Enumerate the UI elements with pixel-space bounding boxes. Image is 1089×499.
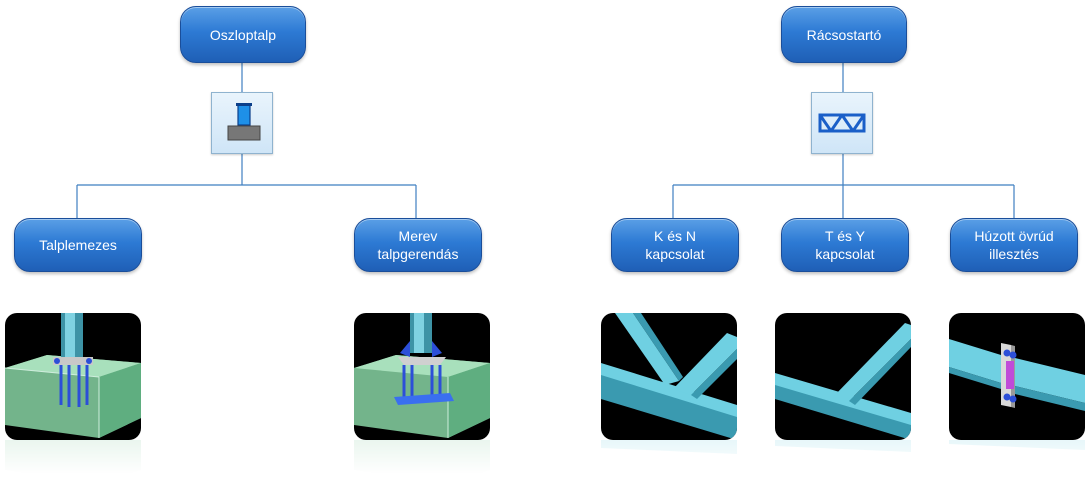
node-t-es-y-kapcsolat-label: T és Y kapcsolat xyxy=(815,228,875,262)
k-es-n-reflection xyxy=(601,440,737,484)
merev-talpgerendas-thumbnail[interactable] xyxy=(354,313,490,440)
column-base-icon-graphic xyxy=(227,103,261,141)
t-es-y-reflection xyxy=(775,440,911,484)
node-k-es-n-kapcsolat-label: K és N kapcsolat xyxy=(645,228,705,262)
truss-icon[interactable] xyxy=(811,92,873,154)
k-es-n-kapcsolat-thumbnail[interactable] xyxy=(601,313,737,440)
huzott-reflection xyxy=(949,440,1085,484)
node-huzott-ovrud-illesztes-label: Húzott övrúd illesztés xyxy=(974,228,1054,262)
merev-talpgerendas-render xyxy=(354,313,490,438)
node-oszloptalp-label: Oszloptalp xyxy=(209,26,277,43)
talplemezes-thumbnail[interactable] xyxy=(5,313,141,440)
node-talplemezes-label: Talplemezes xyxy=(39,237,117,253)
node-talplemezes[interactable]: Talplemezes xyxy=(14,218,142,272)
t-es-y-kapcsolat-render xyxy=(775,323,911,440)
truss-icon-graphic xyxy=(818,113,866,133)
node-k-es-n-kapcsolat[interactable]: K és N kapcsolat xyxy=(611,218,739,272)
t-es-y-kapcsolat-thumbnail[interactable] xyxy=(775,313,911,440)
huzott-ovrud-illesztes-thumbnail[interactable] xyxy=(949,313,1085,440)
talplemezes-render xyxy=(5,313,141,438)
column-base-icon[interactable] xyxy=(211,92,273,154)
k-es-n-kapcsolat-render xyxy=(601,313,737,440)
node-huzott-ovrud-illesztes[interactable]: Húzott övrúd illesztés xyxy=(950,218,1078,272)
talplemezes-reflection xyxy=(5,440,141,484)
node-t-es-y-kapcsolat[interactable]: T és Y kapcsolat xyxy=(781,218,909,272)
node-racsostarto[interactable]: Rácsostartó xyxy=(781,6,907,63)
huzott-ovrud-illesztes-render xyxy=(949,339,1085,411)
node-oszloptalp[interactable]: Oszloptalp xyxy=(180,6,306,63)
node-merev-talpgerendas[interactable]: Merev talpgerendás xyxy=(354,218,482,272)
node-merev-talpgerendas-label: Merev talpgerendás xyxy=(377,228,459,262)
node-racsostarto-label: Rácsostartó xyxy=(806,26,882,43)
merev-reflection xyxy=(354,440,490,484)
